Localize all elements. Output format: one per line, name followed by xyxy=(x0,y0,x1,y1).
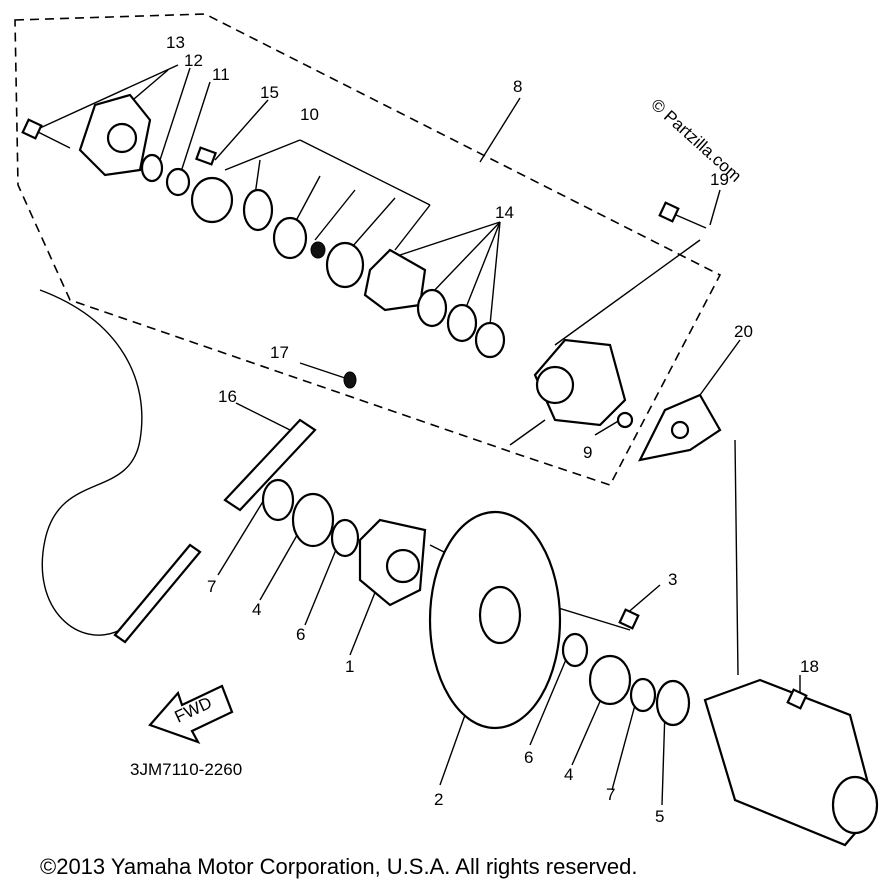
housing-10 xyxy=(190,176,274,232)
bolt-13 xyxy=(21,118,71,149)
seal-4b xyxy=(588,654,632,706)
bolt-15 xyxy=(195,146,217,166)
callout-label: 6 xyxy=(524,748,533,767)
spring-10b xyxy=(310,241,326,259)
spring-17 xyxy=(343,371,357,389)
diagram-code: 3JM7110-2260 xyxy=(130,760,242,779)
callout-label: 14 xyxy=(495,203,514,222)
callout-label: 20 xyxy=(734,322,753,341)
callout-label: 17 xyxy=(270,343,289,362)
ring-7a xyxy=(261,478,295,522)
seal-5 xyxy=(655,679,691,727)
washer-12 xyxy=(140,153,164,183)
fwd-arrow-icon: FWD xyxy=(148,684,234,744)
cable-16 xyxy=(39,289,317,644)
ring-6b xyxy=(561,632,589,668)
bolt-18 xyxy=(786,688,808,710)
plug-14c xyxy=(474,321,506,359)
callout-label: 7 xyxy=(207,577,216,596)
callout-label: 3 xyxy=(668,570,677,589)
ring-14b xyxy=(446,303,478,343)
bracket-20 xyxy=(638,393,722,462)
callout-label: 16 xyxy=(218,387,237,406)
copyright-notice: ©2013 Yamaha Motor Corporation, U.S.A. A… xyxy=(40,854,638,879)
callout-label: 9 xyxy=(583,443,592,462)
seal-4a xyxy=(291,492,335,548)
ring-7b xyxy=(629,677,657,713)
callout-label: 2 xyxy=(434,790,443,809)
callout-label: 6 xyxy=(296,625,305,644)
callout-label: 11 xyxy=(212,65,230,84)
hub-1 xyxy=(358,518,427,607)
callout-label: 5 xyxy=(655,807,664,826)
caliper-body xyxy=(533,338,627,427)
cover-13 xyxy=(78,93,152,177)
leader-lines xyxy=(39,64,801,806)
nipple-9 xyxy=(616,411,634,429)
bearing-10a xyxy=(272,216,308,260)
callout-label: 4 xyxy=(564,765,573,784)
gasket-10d xyxy=(363,248,427,312)
callout-label: 1 xyxy=(345,657,354,676)
callout-label: 4 xyxy=(252,600,261,619)
bearing-10c xyxy=(325,241,365,289)
bolt-19 xyxy=(658,201,680,223)
disc-2 xyxy=(428,510,562,730)
callout-label: 15 xyxy=(260,83,279,102)
axle-housing xyxy=(703,678,879,847)
ring-6a xyxy=(330,518,360,558)
callout-label: 7 xyxy=(606,785,615,804)
gear-11 xyxy=(165,167,191,197)
ring-14a xyxy=(416,288,448,328)
callout-label: 18 xyxy=(800,657,819,676)
bolt-3 xyxy=(618,608,640,630)
callout-label: 13 xyxy=(166,33,185,52)
callout-label: 8 xyxy=(513,77,522,96)
assembly-boundary xyxy=(14,13,722,486)
callout-label: 12 xyxy=(184,51,203,70)
callout-label: 19 xyxy=(710,170,729,189)
callout-label: 10 xyxy=(300,105,319,124)
